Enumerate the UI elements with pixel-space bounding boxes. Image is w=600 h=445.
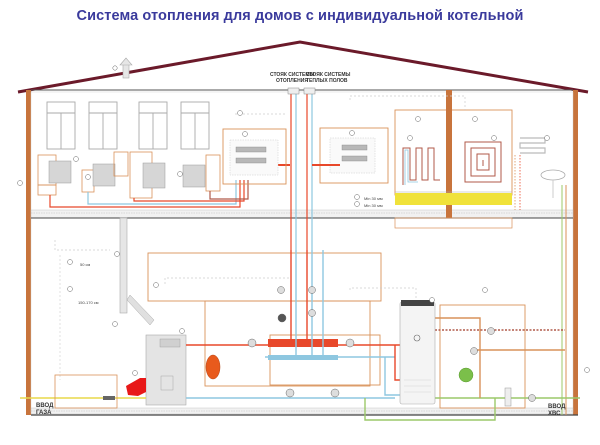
left-wall: [26, 90, 31, 415]
floor-min-label-2: Min 30 мм: [364, 203, 383, 208]
radiator-3: [113, 151, 166, 199]
chimney-flue: [119, 217, 155, 326]
riser-floor-label-2: ТЕПЛЫХ ПОЛОВ: [306, 78, 348, 84]
water-input-label-1: ВВОД: [548, 404, 566, 410]
spiral-loop: [464, 141, 502, 183]
gas-line: [20, 374, 146, 409]
water-filter: [504, 387, 512, 407]
radiator-manifold: [222, 128, 287, 185]
sink: [540, 169, 566, 181]
gas-input-label-2: ГАЗА: [36, 410, 52, 416]
chimney-height-label-2: 150-170 см: [78, 300, 99, 305]
windows: [46, 101, 210, 150]
radiator-4: [182, 154, 221, 192]
control-wiring: [54, 95, 466, 300]
riser-heating-label-1: СТОЯК СИСТЕМЫ: [270, 72, 315, 78]
boiler: [145, 334, 187, 406]
chimney-top-icon: [112, 57, 133, 79]
water-heater: [399, 300, 436, 405]
floor-heating-manifold: [312, 127, 389, 184]
towel-rail: [519, 137, 546, 154]
radiators: [37, 151, 221, 199]
floor-min-label-1: Min 30 мм: [364, 196, 383, 201]
basement-slab: [30, 407, 578, 416]
central-risers: [287, 87, 316, 250]
expansion-tank-water: [458, 367, 474, 383]
floor-heating-area: [394, 90, 513, 229]
window-1: [46, 101, 76, 150]
window-2: [88, 101, 118, 150]
diagram-title: Система отопления для домов с индивидуал…: [76, 8, 524, 24]
floor-slab: [30, 209, 574, 219]
bathroom-fixtures: [514, 137, 567, 415]
serpentine-loop: [402, 147, 440, 185]
window-3: [138, 101, 168, 150]
radiator-1: [37, 154, 72, 196]
burner: [126, 378, 146, 396]
riser-floor-label-1: СТОЯК СИСТЕМЫ: [306, 72, 351, 78]
valves: [247, 286, 536, 402]
riser-heating-label-2: ОТОПЛЕНИЯ: [276, 78, 308, 84]
water-input-label-2: ХВС: [548, 411, 561, 417]
boiler-room-piping: [186, 250, 580, 421]
gas-input-label-1: ВВОД: [36, 403, 54, 409]
expansion-tank-heating: [205, 354, 221, 380]
window-4: [180, 101, 210, 150]
right-wall: [573, 90, 578, 415]
roof: [17, 40, 589, 94]
chimney-height-label-1: 50 см: [80, 262, 91, 267]
callout-markers: [17, 110, 590, 376]
